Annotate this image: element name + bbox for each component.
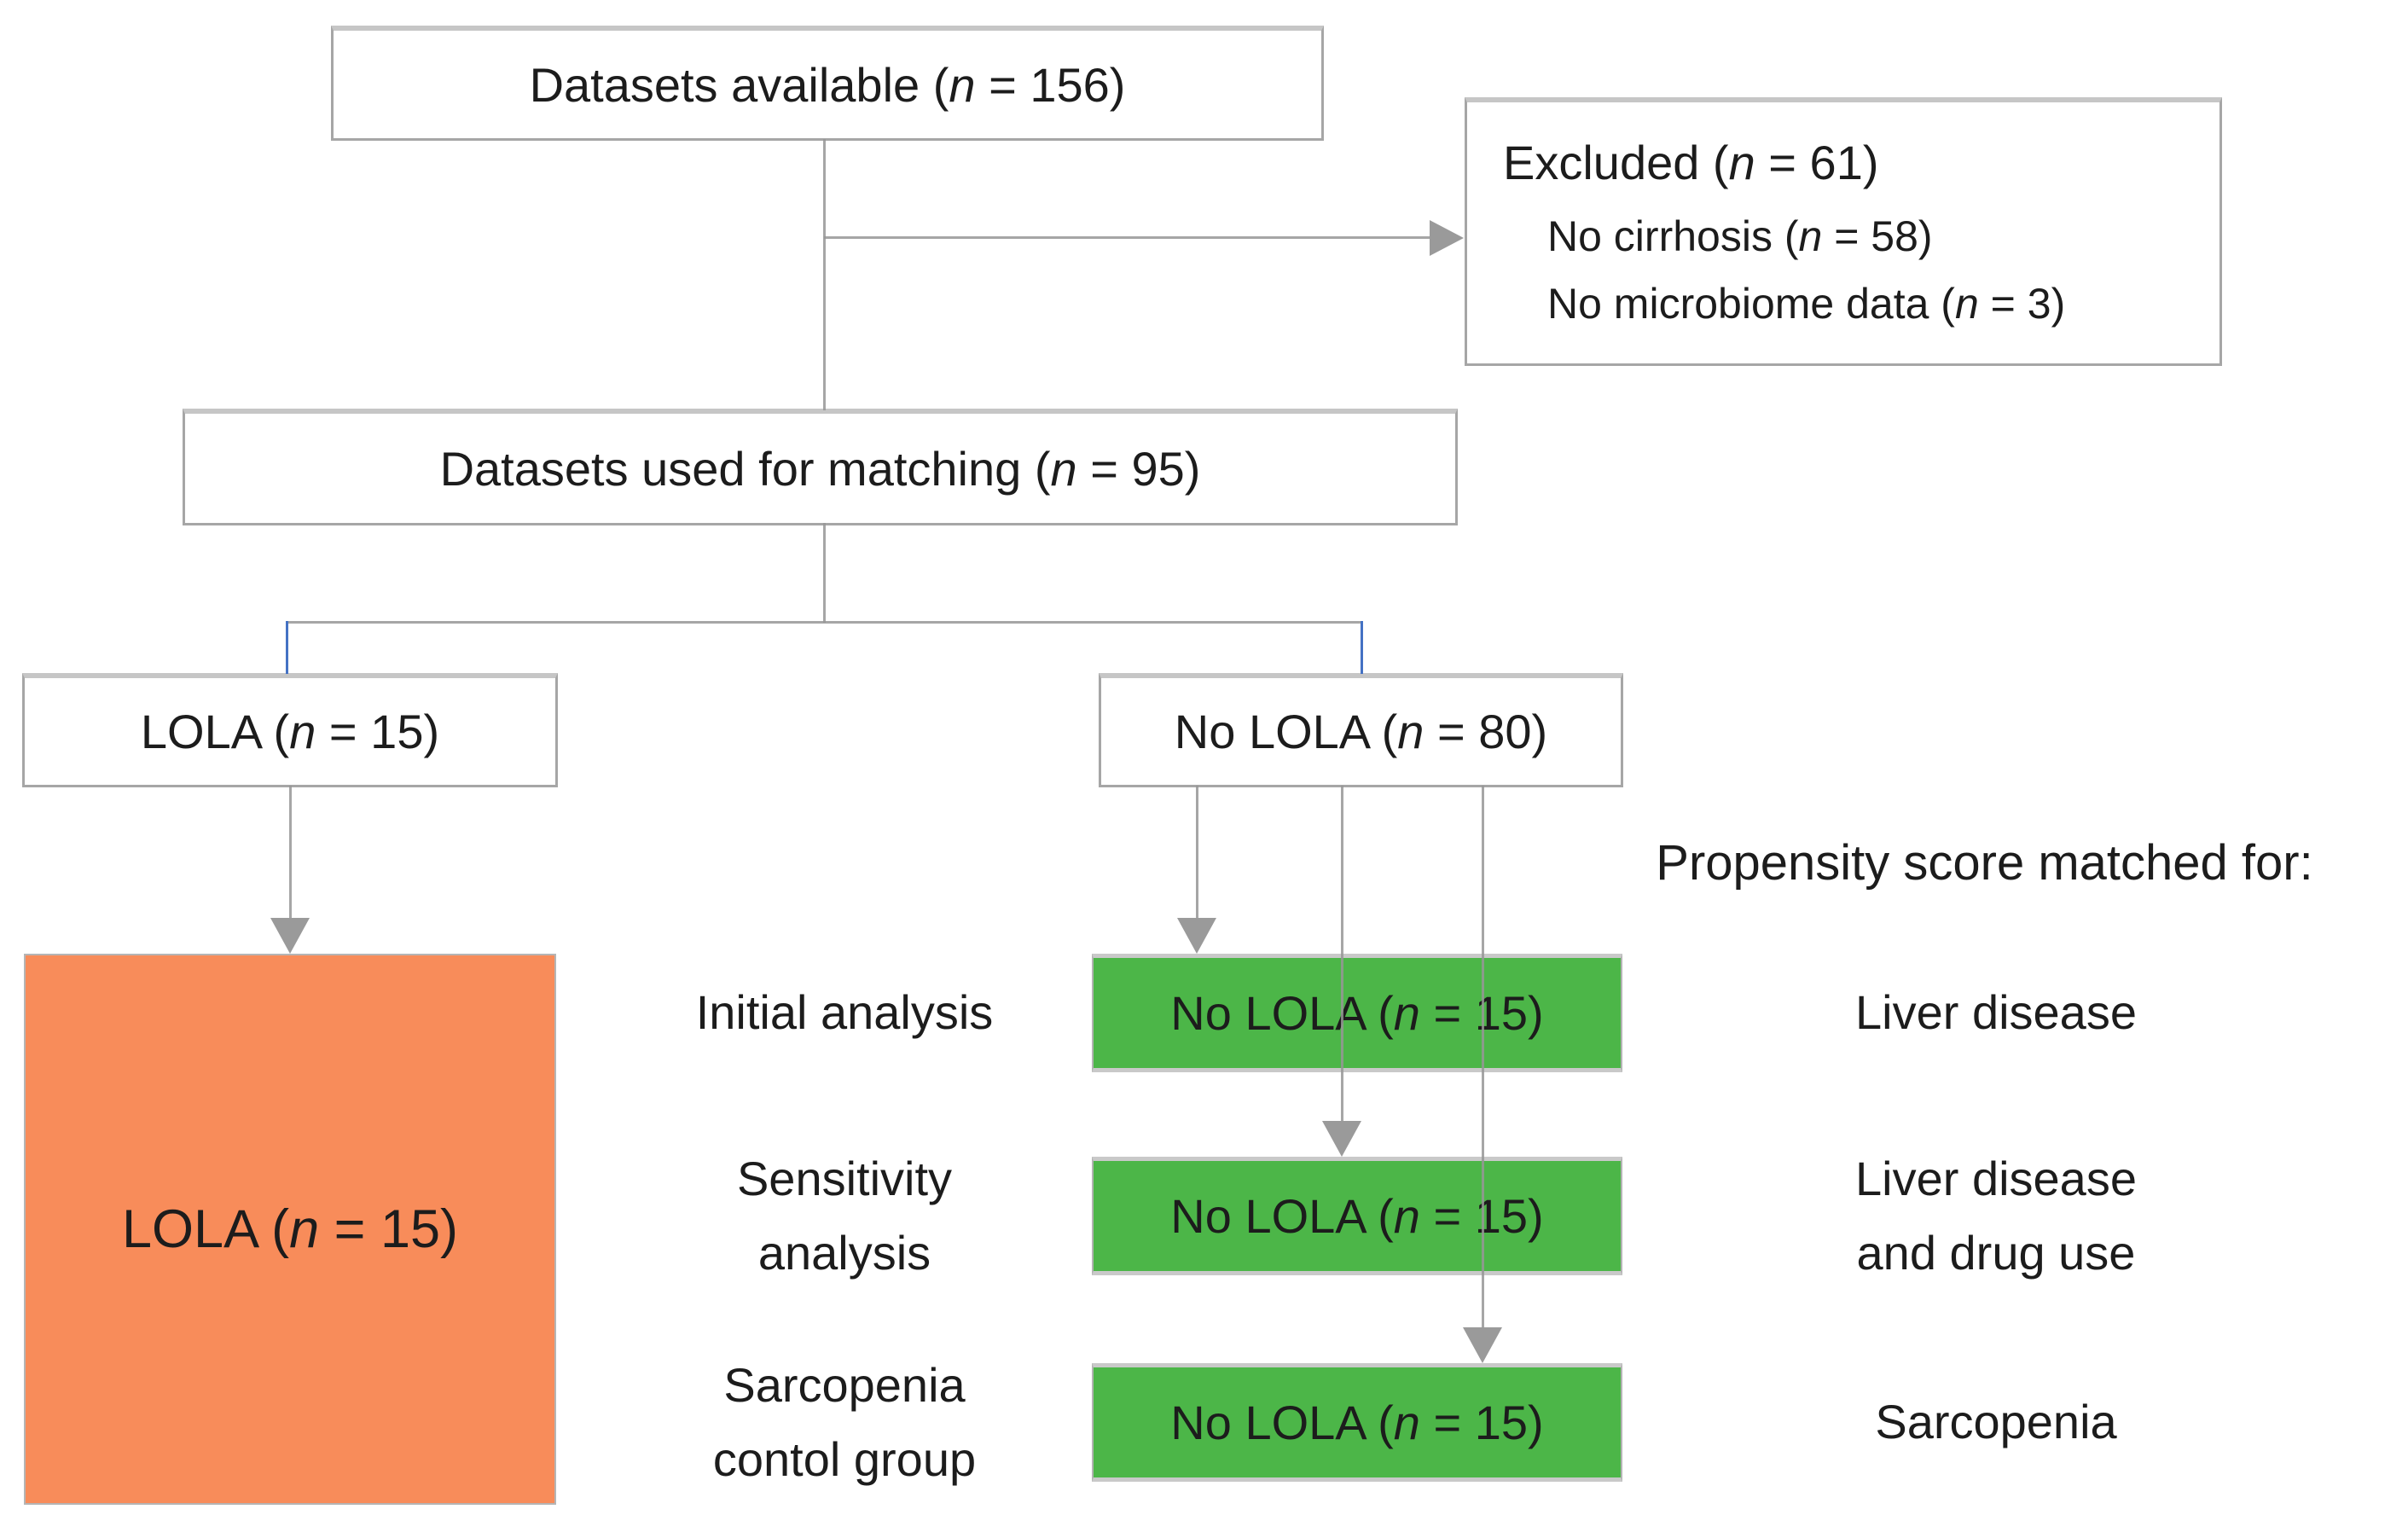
excluded-item: No cirrhosis (n = 58)	[1547, 209, 1933, 264]
label-line: and drug use	[1856, 1225, 2136, 1280]
box-label: Datasets used for matching (n = 95)	[440, 441, 1201, 496]
box-label: LOLA (n = 15)	[141, 704, 439, 759]
box-label: LOLA (n = 15)	[122, 1199, 458, 1260]
label-sensitivity-analysis: Sensitivity analysis	[597, 1152, 1092, 1280]
box-nolola-arm: No LOLA (n = 80)	[1099, 673, 1623, 787]
label-text: Datasets available (	[529, 57, 949, 112]
n-italic: n	[289, 705, 316, 758]
box-label: No LOLA (n = 15)	[1170, 1188, 1543, 1244]
connector-nolola-to-matched3	[1482, 786, 1484, 1330]
box-lola-final: LOLA (n = 15)	[24, 954, 556, 1505]
box-datasets-available: Datasets available (n = 156)	[331, 26, 1324, 141]
label-text: = 15)	[319, 1199, 458, 1259]
label-text: Datasets used for matching (	[439, 441, 1051, 496]
n-italic: n	[1393, 1189, 1420, 1243]
label-line: Sarcopenia	[723, 1357, 966, 1412]
connector-nolola-to-matched1	[1196, 786, 1198, 920]
label-initial-analysis: Initial analysis	[597, 954, 1092, 1072]
arrowhead-right-icon	[1430, 220, 1464, 256]
label-text: = 15)	[1419, 1396, 1544, 1449]
label-line: Sarcopenia	[1875, 1395, 2117, 1449]
label-text: = 15)	[316, 705, 440, 758]
label-text: No cirrhosis (	[1547, 212, 1799, 260]
n-italic: n	[1397, 705, 1424, 758]
n-italic: n	[289, 1199, 320, 1259]
label-text: LOLA (	[140, 705, 290, 758]
box-label: No LOLA (n = 15)	[1170, 1395, 1543, 1450]
n-italic: n	[1393, 986, 1420, 1040]
label-text: No LOLA (	[1170, 1189, 1394, 1243]
box-lola-arm: LOLA (n = 15)	[22, 673, 558, 787]
label-text: = 61)	[1755, 135, 1879, 189]
label-text: = 80)	[1424, 705, 1548, 758]
label-text: Excluded (	[1503, 135, 1729, 189]
split-horizontal-line	[286, 621, 1363, 624]
label-text: = 15)	[1419, 1189, 1544, 1243]
excluded-title: Excluded (n = 61)	[1503, 135, 1879, 190]
label-line: Liver disease	[1855, 1151, 2137, 1205]
n-italic: n	[1954, 279, 1979, 328]
label-line: analysis	[757, 1225, 931, 1280]
label-text: No microbiome data (	[1547, 279, 1955, 328]
label-line: Sensitivity	[736, 1151, 953, 1205]
box-label: No LOLA (n = 15)	[1170, 985, 1543, 1041]
arrowhead-down-icon	[1177, 918, 1216, 954]
connector-nolola-to-matched2	[1341, 786, 1343, 1123]
propensity-caption: Propensity score matched for:	[1656, 835, 2313, 891]
label-text: = 156)	[975, 57, 1126, 112]
box-excluded: Excluded (n = 61) No cirrhosis (n = 58) …	[1465, 97, 2222, 366]
label-line: contol group	[712, 1431, 977, 1486]
arrowhead-down-icon	[1322, 1121, 1361, 1157]
connector-lola-to-final	[289, 786, 292, 920]
label-liver-disease-drug-use: Liver disease and drug use	[1672, 1152, 2320, 1280]
label-sarcopenia: Sarcopenia	[1672, 1363, 2320, 1482]
box-label: Datasets available (n = 156)	[530, 57, 1126, 113]
connector-to-excluded	[824, 236, 1433, 239]
label-text: LOLA (	[121, 1199, 290, 1259]
n-italic: n	[1050, 441, 1077, 496]
label-sarcopenia-control-group: Sarcopenia contol group	[597, 1358, 1092, 1486]
corner-tick-left	[286, 621, 288, 674]
label-text: = 58)	[1822, 212, 1933, 260]
arrowhead-down-icon	[1463, 1327, 1502, 1363]
label-line: Initial analysis	[695, 985, 994, 1040]
label-text: No LOLA (	[1174, 705, 1398, 758]
label-line: Liver disease	[1855, 985, 2137, 1040]
box-matched-sensitivity: No LOLA (n = 15)	[1092, 1157, 1622, 1275]
corner-tick-right	[1361, 621, 1363, 674]
box-label: No LOLA (n = 80)	[1175, 704, 1547, 759]
label-text: No LOLA (	[1170, 986, 1394, 1040]
n-italic: n	[1798, 212, 1823, 260]
connector-available-to-matching	[823, 139, 826, 410]
arrowhead-down-icon	[270, 918, 310, 954]
connector-matching-to-split	[823, 523, 826, 623]
n-italic: n	[1393, 1396, 1420, 1449]
label-text: = 3)	[1978, 279, 2066, 328]
label-text: = 95)	[1076, 441, 1201, 496]
label-liver-disease: Liver disease	[1672, 954, 2320, 1072]
n-italic: n	[1728, 135, 1755, 189]
box-matched-sarcopenia: No LOLA (n = 15)	[1092, 1363, 1622, 1482]
box-matched-initial: No LOLA (n = 15)	[1092, 954, 1622, 1072]
label-text: No LOLA (	[1170, 1396, 1394, 1449]
n-italic: n	[949, 57, 976, 112]
excluded-item: No microbiome data (n = 3)	[1547, 276, 2065, 332]
box-datasets-matching: Datasets used for matching (n = 95)	[183, 409, 1458, 525]
label-text: = 15)	[1419, 986, 1544, 1040]
